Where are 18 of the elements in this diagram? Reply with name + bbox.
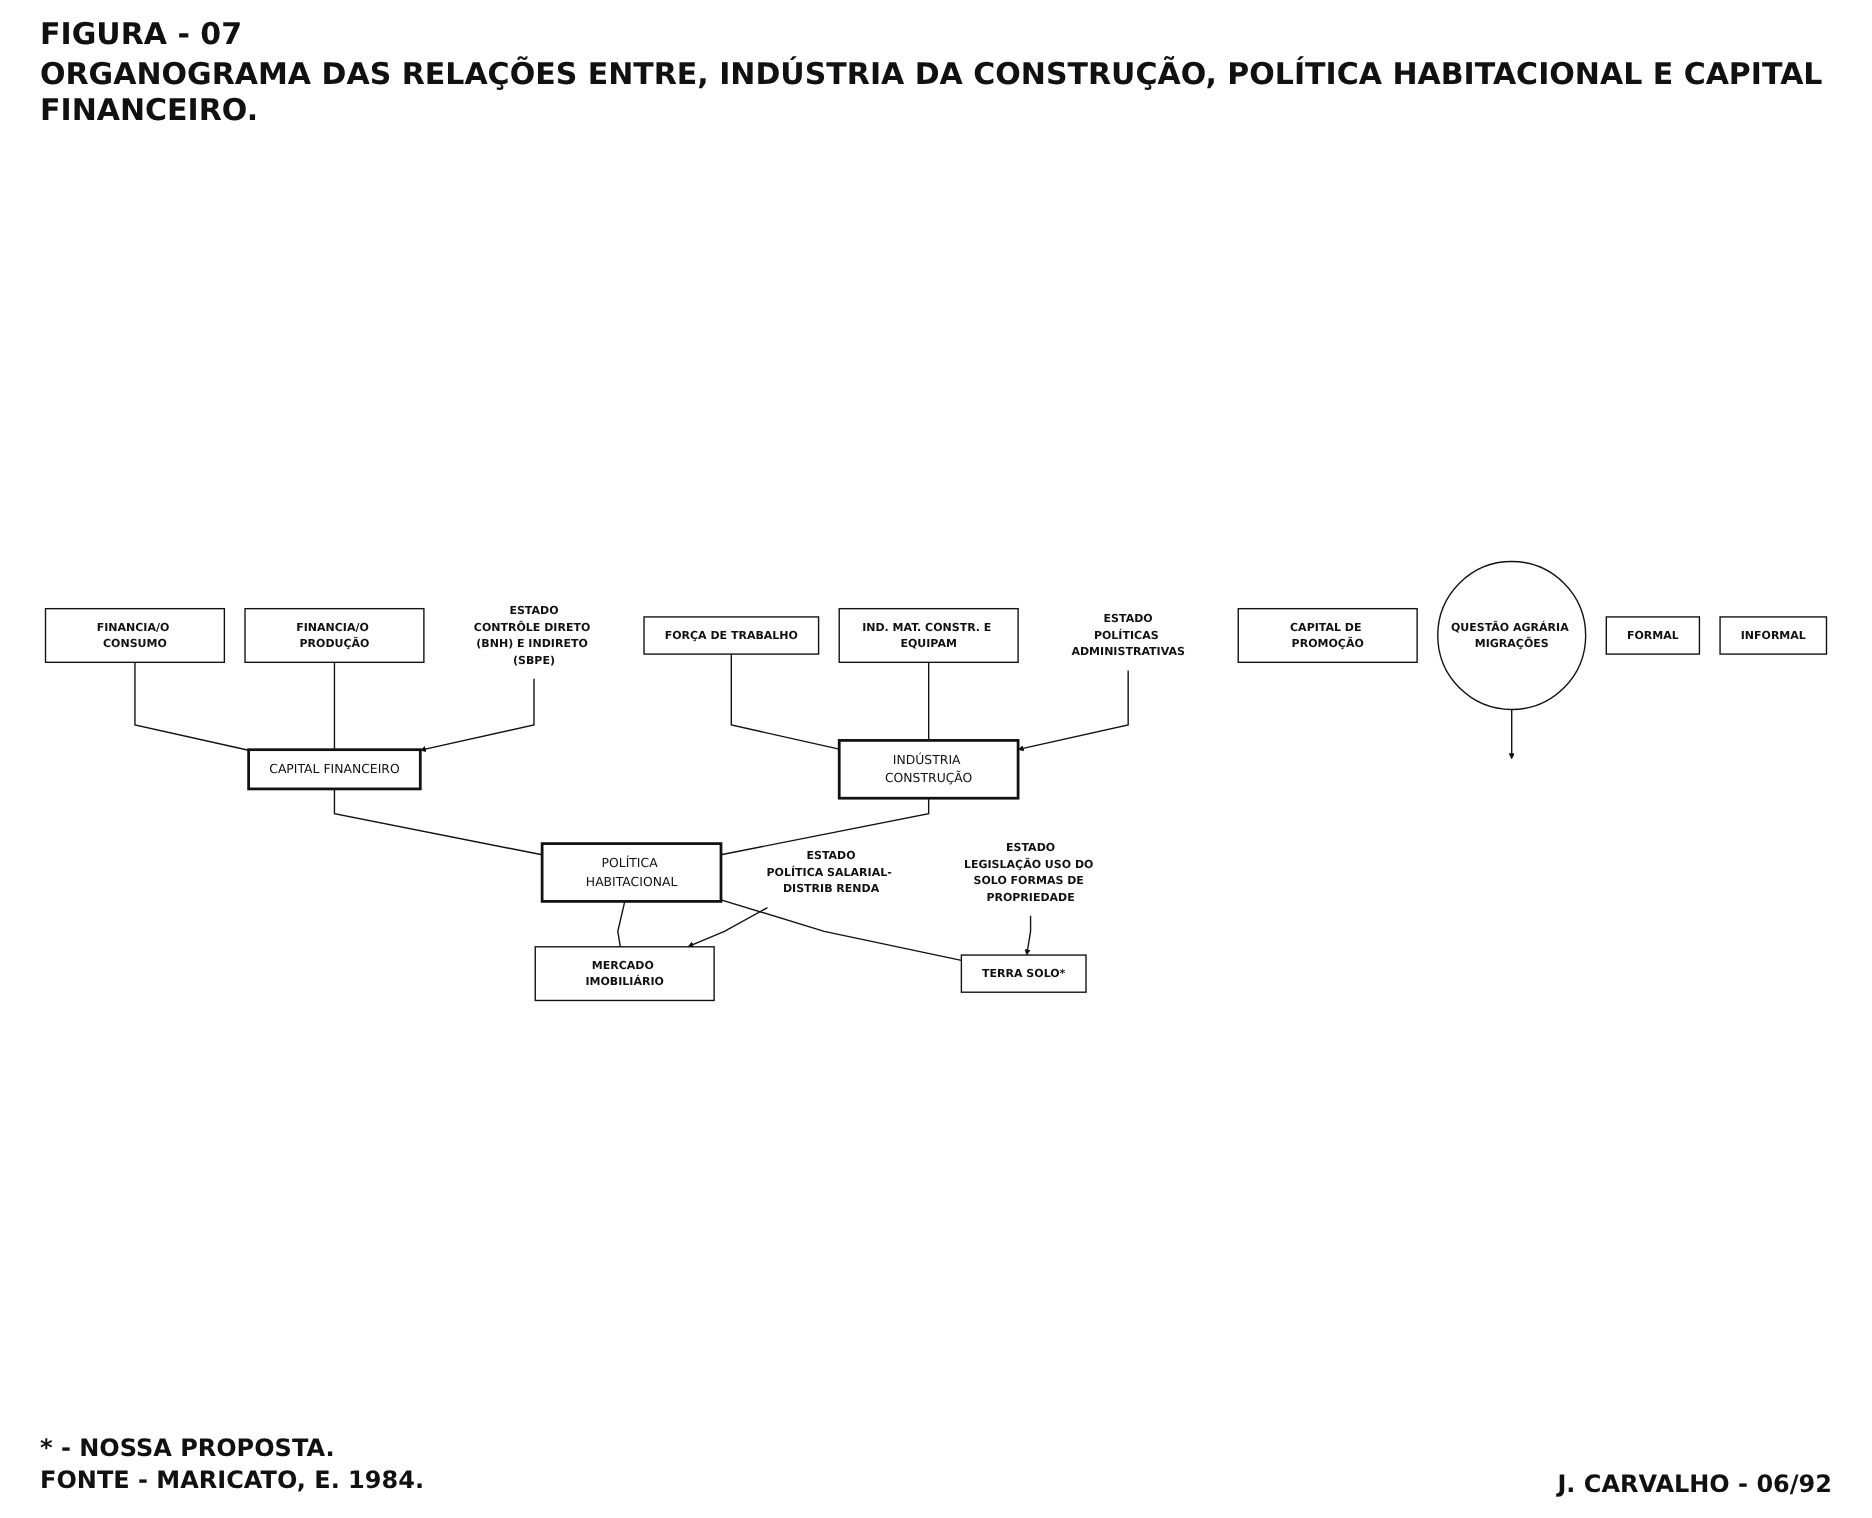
arrow — [1508, 708, 1515, 760]
connector — [927, 661, 930, 742]
footnote: * - NOSSA PROPOSTA. — [40, 1434, 337, 1462]
author-signature: J. CARVALHO - 06/92 — [1557, 1470, 1832, 1498]
connector — [730, 653, 840, 750]
connector — [333, 788, 543, 856]
connector — [333, 661, 336, 751]
arrow — [1024, 915, 1032, 956]
arrow — [420, 678, 535, 752]
connector — [720, 899, 963, 962]
connector — [720, 797, 930, 856]
figure-number: FIGURA - 07 — [40, 16, 245, 52]
diagram-title: ORGANOGRAMA DAS RELAÇÕES ENTRE, INDÚSTRIA DA CONSTRUÇÃO, POLÍTICA HABITACIONAL E CAPITAL FINANCEIRO. — [40, 56, 1825, 128]
connector — [134, 661, 250, 751]
source-note: FONTE - MARICATO, E. 1984. — [40, 1466, 425, 1494]
arrow — [687, 906, 769, 948]
connector — [617, 900, 626, 948]
arrow — [1017, 669, 1129, 752]
